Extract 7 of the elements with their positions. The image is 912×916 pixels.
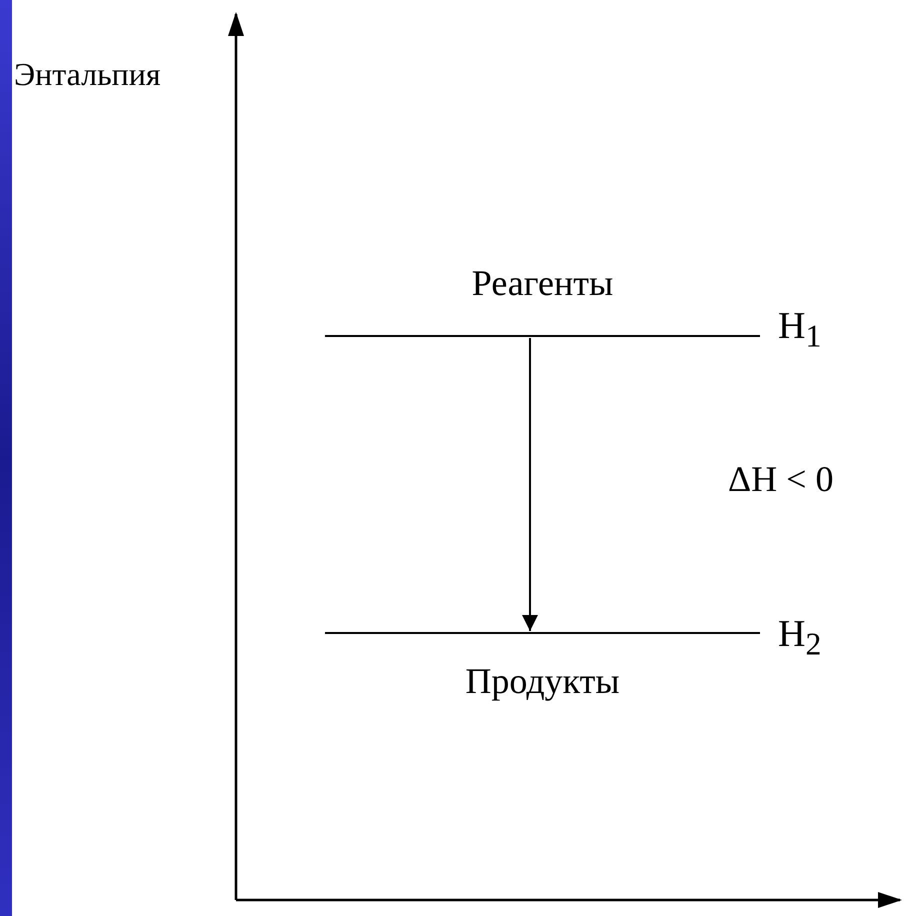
level-label: Продукты <box>464 660 621 703</box>
level-label: Реагенты <box>470 262 614 304</box>
note: ΔH < 0 <box>728 458 834 500</box>
enthalpy-symbol: H$_{1}$ <box>778 304 822 355</box>
arrow <box>522 338 538 631</box>
axis-label: Энтальпия <box>14 56 161 93</box>
enthalpy-symbol: H$_{2}$ <box>778 612 822 663</box>
